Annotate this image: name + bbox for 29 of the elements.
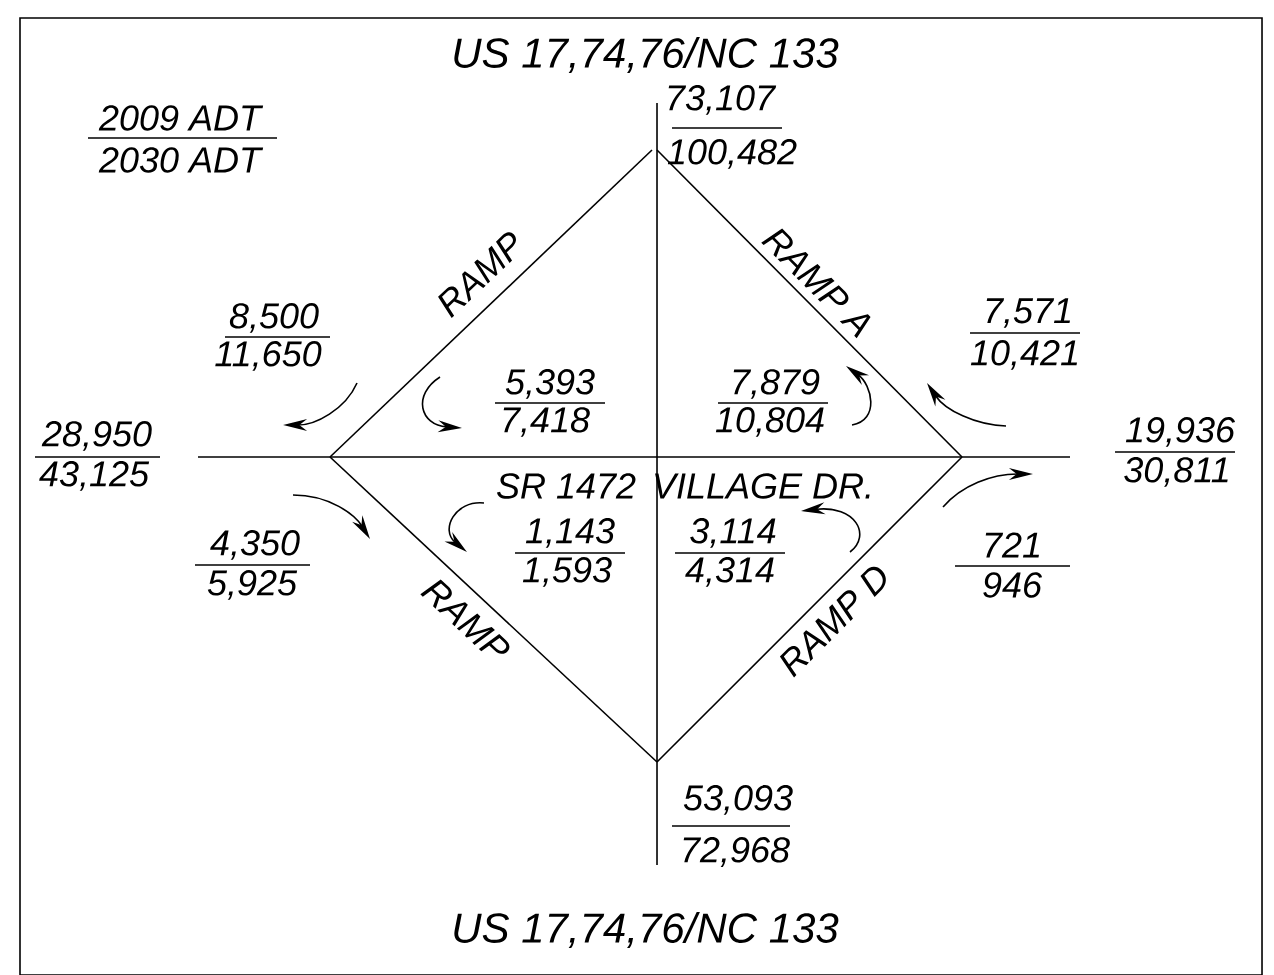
volume-label: 72,968 [683,837,790,867]
volume-label: 28,950 [41,421,152,451]
volume-label: 19,936 [1125,417,1236,447]
road-name: US 17,74,76/NC 133 [454,912,839,948]
volume-label: 11,650 [215,341,322,371]
volume-label: 100,482 [667,139,797,169]
volume-label: 1,143 [525,518,615,548]
volume-label: 7,879 [733,369,820,399]
volume-label: 10,421 [970,340,1077,370]
volume-label: 5,393 [505,369,595,399]
volume-label: 7,571 [986,298,1070,328]
volume-label: 43,125 [39,461,150,491]
volume-label: 4,350 [210,530,300,560]
volume-label: 3,114 [690,518,776,548]
volume-label: 53,093 [683,785,793,815]
volume-label: 721 [985,532,1039,558]
volume-label: 7,418 [503,407,590,437]
volume-label: 10,804 [715,407,824,437]
volume-label: 2009 ADT [98,105,264,131]
volume-label: 2030 ADT [98,147,264,173]
volume-label: SR 1472 [497,473,636,499]
volume-label: 5,925 [207,570,298,600]
volume-label: 1,593 [522,557,612,587]
volume-label: 30,811 [1124,457,1228,487]
volume-label: 946 [983,572,1042,598]
volume-label: 8,500 [229,303,319,333]
volume-label: 73,107 [668,85,777,115]
road-name: US 17,74,76/NC 133 [454,37,839,73]
volume-label: 4,314 [685,557,774,587]
